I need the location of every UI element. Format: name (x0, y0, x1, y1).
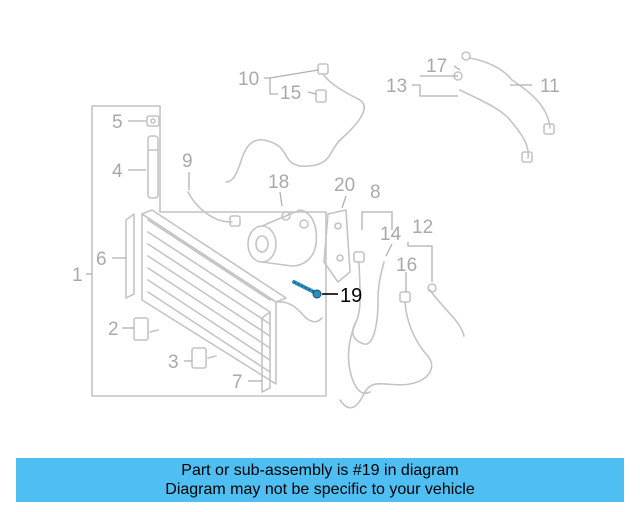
callout-10: 10 (238, 69, 259, 90)
line-12 (339, 283, 465, 409)
compressor-bracket (323, 209, 351, 283)
callout-17: 17 (426, 56, 447, 77)
compressor (247, 209, 318, 267)
callout-1: 1 (72, 265, 83, 286)
callout-2: 2 (108, 319, 119, 340)
line-8 (347, 251, 385, 394)
hose-10 (225, 63, 365, 183)
callout-20: 20 (334, 175, 355, 196)
hose-9 (187, 191, 241, 227)
callout-5: 5 (112, 112, 123, 133)
callout-3: 3 (168, 352, 179, 373)
callout-6: 6 (96, 249, 107, 270)
condenser-core (141, 209, 323, 385)
callout-7: 7 (232, 372, 243, 393)
side-bracket-7 (261, 311, 271, 393)
leader-lines (86, 65, 532, 382)
banner-line-1: Part or sub-assembly is #19 in diagram (181, 462, 459, 479)
callout-12: 12 (412, 217, 433, 238)
bracket-2 (133, 317, 159, 341)
callout-11: 11 (540, 76, 560, 97)
callout-13: 13 (386, 76, 407, 97)
part-info-banner: Part or sub-assembly is #19 in diagram D… (16, 458, 624, 502)
side-bracket-6 (125, 213, 135, 299)
callout-9: 9 (182, 151, 193, 172)
banner-line-2: Diagram may not be specific to your vehi… (165, 481, 475, 498)
callout-4: 4 (112, 161, 123, 182)
condenser-assembly-outline (91, 105, 327, 397)
receiver-drier (146, 115, 160, 199)
callout-18: 18 (268, 172, 289, 193)
hose-11 (453, 51, 555, 163)
callout-16: 16 (396, 255, 417, 276)
parts-diagram: 1 2 3 4 5 6 7 8 9 10 11 12 13 14 15 16 1… (72, 51, 560, 409)
callout-14: 14 (380, 224, 402, 245)
bolt-19 (292, 280, 322, 299)
callout-8: 8 (370, 182, 381, 203)
bracket-3 (191, 347, 217, 369)
callout-19: 19 (340, 285, 362, 307)
callout-15: 15 (280, 83, 301, 104)
